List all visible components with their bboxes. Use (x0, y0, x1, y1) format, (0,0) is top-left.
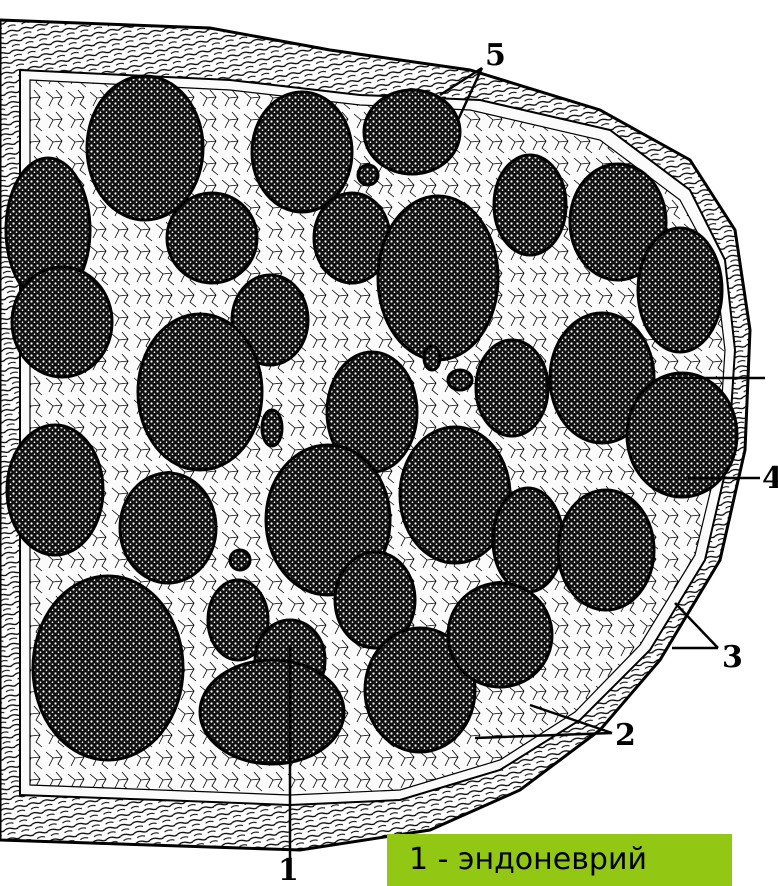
callout-5: 5 (485, 38, 506, 73)
legend-caption: 1 - эндоневрий (387, 834, 732, 886)
fibre (448, 370, 472, 390)
fibre (494, 155, 566, 255)
fibre (252, 92, 352, 212)
fibre (493, 488, 563, 592)
fibre (120, 473, 216, 583)
callout-4: 4 (762, 461, 778, 496)
fibre (200, 660, 344, 764)
fibre (7, 425, 103, 555)
fibre (476, 340, 548, 436)
fibre (138, 314, 262, 470)
fibre (364, 90, 460, 174)
callout-1: 1 (278, 853, 299, 886)
fibre (358, 165, 378, 185)
fibre (378, 196, 498, 360)
fibre (12, 267, 112, 377)
fibre (424, 346, 440, 370)
fibre (558, 490, 654, 610)
fibre (33, 576, 183, 760)
fibre (262, 410, 282, 446)
callout-3: 3 (722, 640, 743, 675)
fibre (448, 583, 552, 687)
fibre (638, 228, 722, 352)
callout-2: 2 (615, 718, 636, 753)
fibre (87, 76, 203, 220)
fibre (230, 550, 250, 570)
fibre (167, 193, 257, 283)
